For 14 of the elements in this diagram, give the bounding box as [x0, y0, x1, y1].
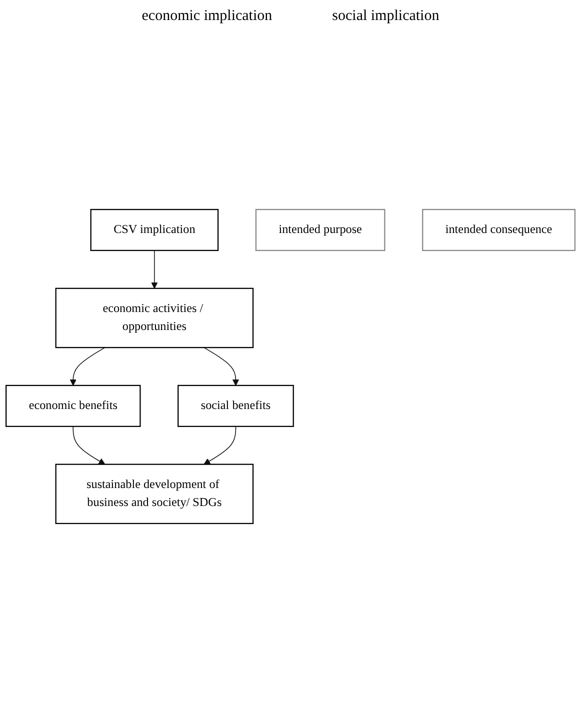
node-box: intended purpose	[255, 208, 386, 252]
annotation-text: economic implication	[142, 8, 272, 25]
arrow	[151, 250, 158, 289]
node-box: CSV implication	[90, 208, 219, 252]
node-box: economic benefits	[6, 384, 141, 427]
arrow	[204, 426, 236, 465]
node-box: economic activities / opportunities	[55, 288, 254, 348]
arrow	[70, 347, 106, 386]
annotation-text: social implication	[332, 8, 440, 25]
arrow	[72, 426, 106, 465]
node-box: social benefits	[178, 384, 294, 427]
node-box: sustainable development of business and society/ SDGs	[55, 464, 254, 524]
arrow	[204, 347, 240, 386]
node-box: intended consequence	[422, 208, 576, 252]
